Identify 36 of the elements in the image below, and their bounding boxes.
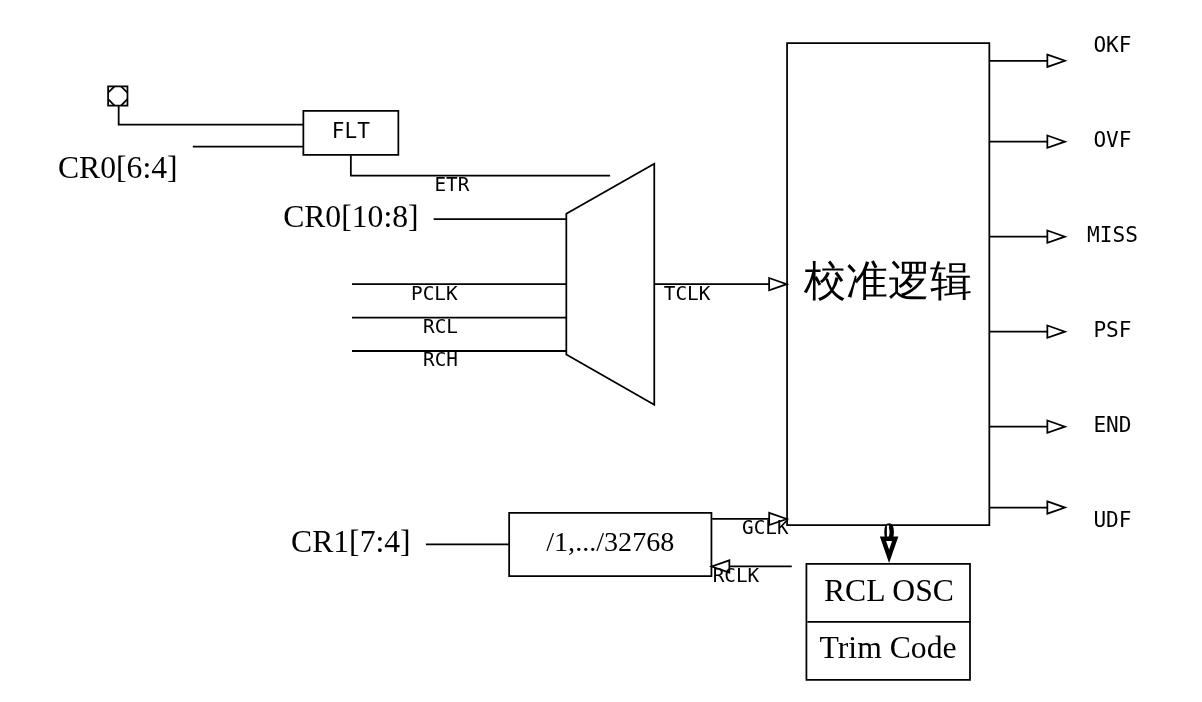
node-box: 校准逻辑 — [785, 42, 990, 526]
node-box: FLT — [302, 110, 399, 156]
arrow — [988, 324, 1068, 340]
node-text: MISS — [1086, 222, 1138, 248]
arrow — [708, 559, 793, 574]
node-text: PSF — [1092, 317, 1132, 343]
connector — [350, 283, 567, 286]
edge-label: TCLK — [663, 281, 710, 305]
arrow — [652, 276, 789, 292]
arrow — [988, 53, 1068, 69]
edge-label: RCH — [422, 348, 458, 372]
node-text: END — [1092, 412, 1132, 438]
node-text: CR1[7:4] — [290, 524, 411, 560]
node-text: OVF — [1092, 127, 1132, 153]
arrow — [988, 419, 1068, 435]
connector — [350, 316, 567, 319]
edge-label: ETR — [433, 173, 469, 197]
edge-label: RCLK — [712, 563, 759, 587]
node-box: /1,.../32768 — [507, 511, 712, 577]
arrow — [988, 134, 1068, 150]
arrow — [988, 500, 1068, 515]
arrow — [710, 511, 789, 527]
node-text: UDF — [1092, 507, 1132, 533]
node-text: CR0[6:4] — [57, 149, 178, 185]
node-text: CR0[10:8] — [282, 198, 419, 234]
connector — [432, 218, 567, 220]
connector — [191, 145, 304, 148]
connector — [424, 543, 510, 546]
node-text: OKF — [1092, 32, 1132, 58]
arrow — [988, 229, 1068, 245]
node-trapezoid — [564, 162, 655, 407]
edge-label: PCLK — [410, 281, 458, 305]
connector — [349, 154, 611, 177]
edge-label: RCL — [422, 315, 458, 339]
connector — [350, 350, 567, 352]
connector — [117, 104, 304, 126]
